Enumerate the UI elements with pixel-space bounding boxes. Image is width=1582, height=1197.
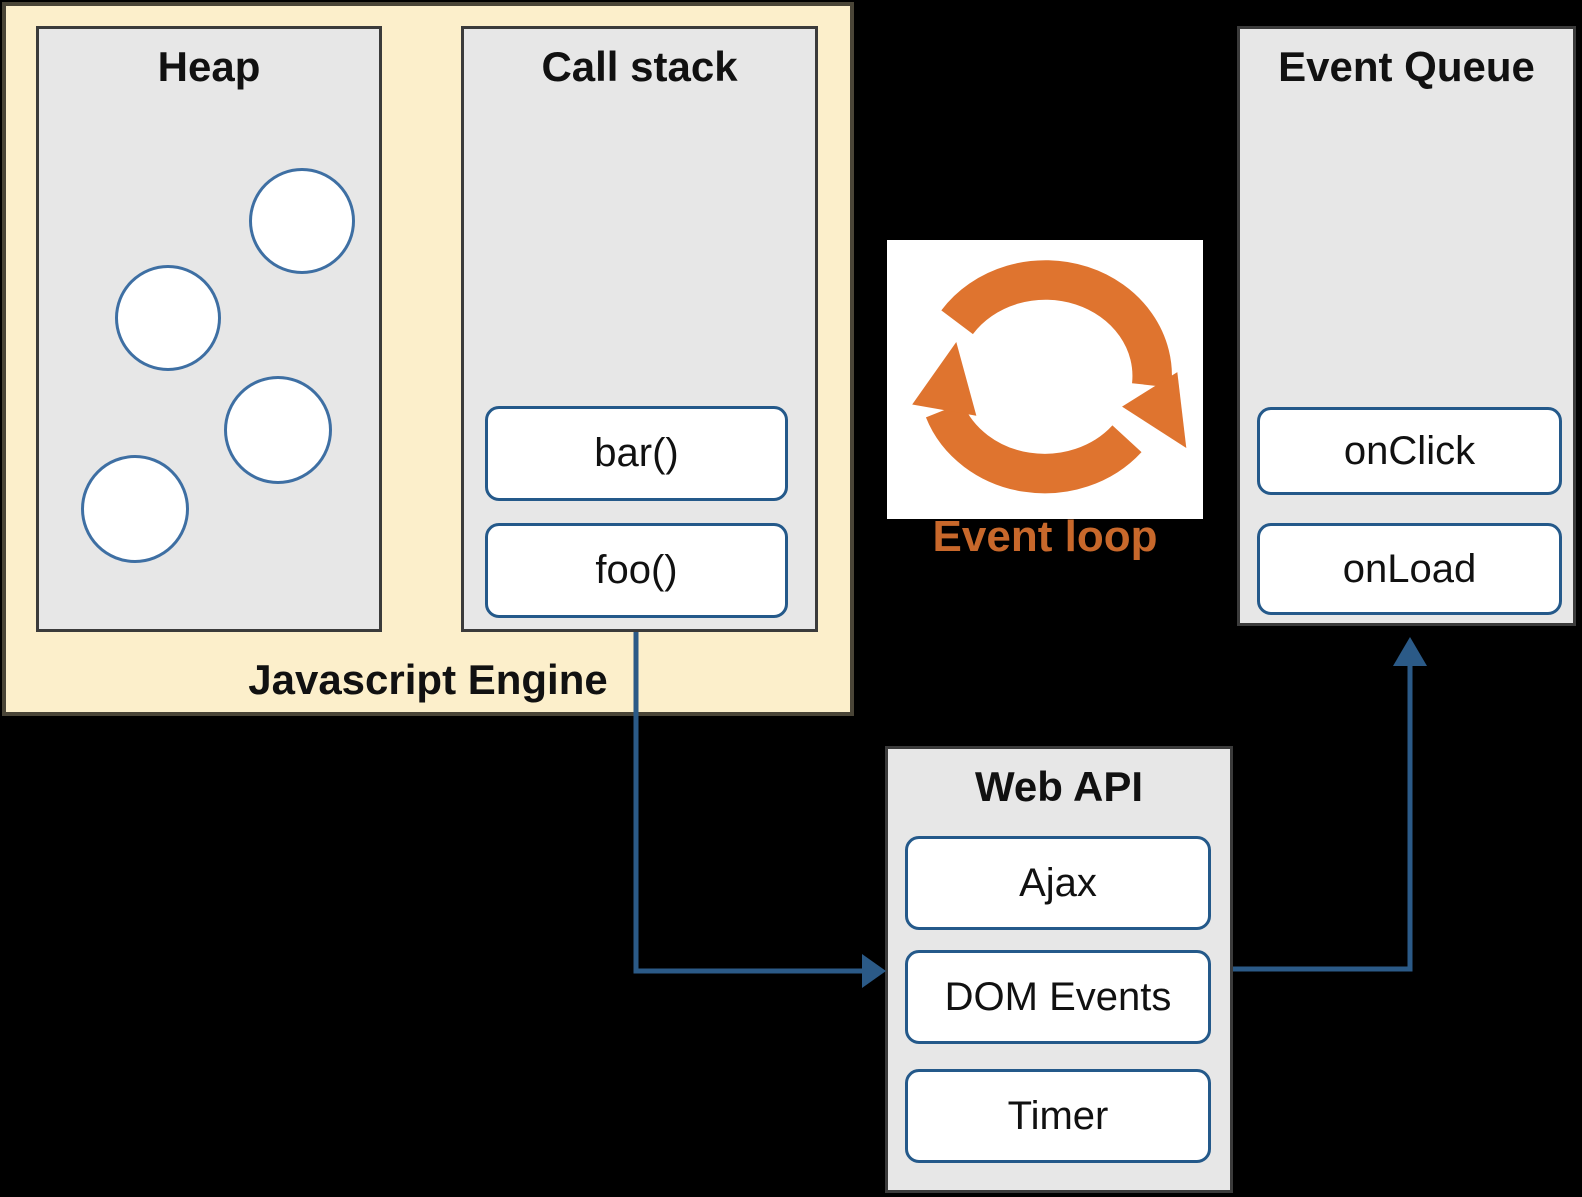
queue-event-onload: onLoad [1257,523,1562,615]
web-api-timer: Timer [905,1069,1211,1163]
heap-box: Heap [36,26,382,632]
javascript-engine-label: Javascript Engine [248,656,608,703]
cycle-arrowhead-right [1122,372,1187,448]
call-stack-title: Call stack [541,43,738,90]
stack-frame-bar: bar() [485,406,788,501]
web-api-title: Web API [974,763,1144,810]
cycle-arrowhead-left [912,342,977,416]
web-api-box: Web API Ajax DOM Events Timer [885,746,1233,1193]
heap-object-circle [249,168,355,274]
heap-object-circle [115,265,221,371]
arrowhead-to-webapi [862,954,886,988]
web-api-dom-events: DOM Events [905,950,1211,1044]
javascript-engine-box: Heap Call stack bar() foo() Javascript E… [2,2,854,716]
cycle-bottom-arc [925,402,1142,494]
event-loop-icon [887,240,1203,519]
event-queue-title: Event Queue [1278,43,1535,90]
heap-object-circle [81,455,189,563]
heap-title: Heap [157,43,261,90]
heap-object-circle [224,376,332,484]
event-loop-label: Event loop [932,512,1158,561]
arrow-webapi-to-eventqueue [1233,662,1413,972]
event-queue-box: Event Queue onClick onLoad [1237,26,1576,626]
cycle-arrows-icon [912,260,1187,494]
stack-frame-foo: foo() [485,523,788,618]
arrowhead-to-eventqueue [1393,637,1427,666]
call-stack-box: Call stack bar() foo() [461,26,818,632]
queue-event-onclick: onClick [1257,407,1562,495]
cycle-top-arc [941,260,1172,388]
web-api-ajax: Ajax [905,836,1211,930]
